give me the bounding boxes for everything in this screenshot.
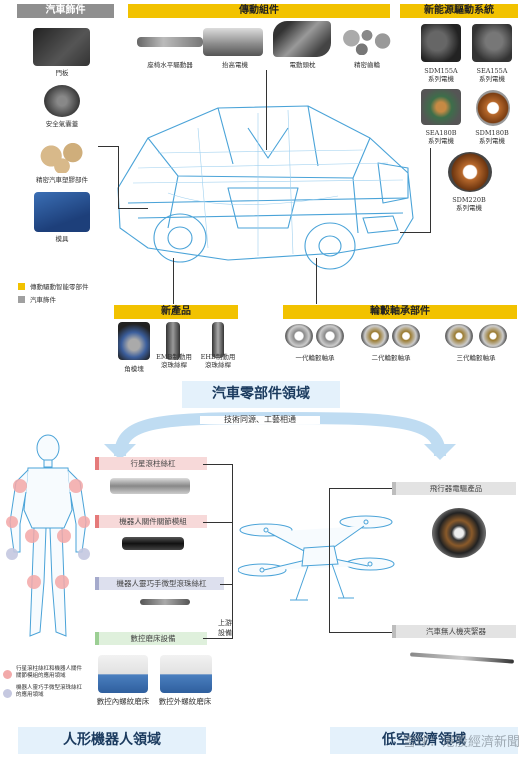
grinder-1-image	[160, 655, 212, 693]
ev-motor-1-image	[472, 24, 512, 62]
legend-swatch-gray	[18, 296, 25, 303]
robot-legend-1: 機器人靈巧手微型滾珠絲杠 的應用領域	[16, 685, 83, 698]
new-item-0: 角模塊	[124, 365, 144, 373]
left-item-3: 模具	[55, 235, 69, 243]
planetary-screw-image	[110, 478, 190, 494]
ev-motor-2-image	[421, 89, 461, 125]
robot-legend-swatch-red	[3, 670, 12, 679]
bearing-3-image-b	[479, 324, 507, 348]
left-item-1: 安全氣囊蓋	[45, 120, 79, 128]
ev-item-1-line2: 系列電機	[479, 75, 505, 83]
robot-item-1: 機器人關件關節模組	[95, 515, 207, 528]
arc-label: 技術同源、工藝相通	[200, 416, 320, 424]
ev-item-3-line2: 系列電機	[479, 137, 505, 145]
drone-illustration	[238, 515, 395, 601]
robot-domain-title: 人形機器人領域	[18, 727, 206, 754]
ev-item-4-line1: SDM220B	[452, 196, 486, 204]
connector-right-v	[430, 148, 431, 233]
lowalt-connector-v	[329, 488, 330, 633]
robot-item-2: 機器人靈巧手微型滾珠絲杠	[95, 577, 224, 590]
robot-connector-h3	[203, 638, 233, 639]
transmission-item-0: 座椅水平驅動器	[147, 61, 193, 69]
lowalt-domain-title: 低空經濟領域	[330, 727, 518, 754]
corner-module-image	[118, 322, 150, 360]
new-item-2: EHB制動用 滾珠絲桿	[200, 353, 236, 369]
ev-item-2-line1: SEA180B	[425, 129, 457, 137]
connector-left-h1	[118, 208, 148, 209]
legend-swatch-yellow	[18, 283, 25, 290]
robot-legend-0: 行星滾柱絲杠和機器人關件 關節模組的應用領域	[16, 666, 83, 679]
aircraft-motor-image	[432, 508, 486, 558]
ev-item-4-line2: 系列電機	[456, 204, 482, 212]
ev-item-0-line1: SDM155A	[424, 67, 458, 75]
bearing-1-image-a	[285, 324, 313, 348]
connector-new-v	[173, 258, 174, 304]
new-products-header: 新產品	[114, 305, 238, 319]
ev-item-1-line1: SEA155A	[476, 67, 508, 75]
emb-screw-image	[166, 322, 180, 360]
auto-domain-title: 汽車零部件領域	[182, 381, 340, 408]
ev-header: 新能源驅動系統	[400, 4, 518, 18]
legend-label-1: 汽車飾件	[30, 296, 56, 304]
plastic-parts-image	[35, 139, 89, 173]
ev-item-3-line1: SDM180B	[475, 129, 509, 137]
transmission-item-1: 抬高電機	[222, 61, 248, 69]
bearing-item-0: 一代輪轂軸承	[295, 354, 335, 362]
machine-item-1: 數控外螺紋磨床	[158, 697, 212, 706]
lowalt-connector-h0	[329, 488, 392, 489]
bearing-item-2: 三代輪轂軸承	[456, 354, 496, 362]
mold-image	[34, 192, 90, 232]
bearing-3-image-a	[445, 324, 473, 348]
robot-connector-h1	[203, 522, 233, 523]
upstream-label: 上游 設備	[218, 619, 232, 637]
machine-item-0: 數控內螺紋磨床	[96, 697, 150, 706]
lowalt-item-1: 汽車無人機夾緊器	[392, 625, 516, 638]
legend-label-0: 傳動驅動智能零部件	[30, 283, 89, 291]
headrest-image	[273, 21, 331, 57]
lift-motor-image	[203, 28, 263, 56]
robot-item-3: 數控磨床設備	[95, 632, 207, 645]
ev-motor-4-image	[448, 152, 492, 192]
gears-image	[341, 27, 393, 55]
transmission-item-2: 電動頭枕	[289, 61, 316, 69]
connector-top-v	[266, 70, 267, 150]
micro-screw-image	[140, 599, 190, 605]
robot-item-0: 行星滾柱絲杠	[95, 457, 207, 470]
transmission-header: 傳動組件	[128, 4, 390, 18]
robot-connector-v	[232, 464, 233, 638]
humanoid-robot	[6, 434, 90, 637]
watermark: 雪球：港股經濟新聞	[402, 735, 520, 750]
ev-item-2-line2: 系列電機	[428, 137, 454, 145]
robot-legend-swatch-blue	[3, 689, 12, 698]
left-item-2: 精密汽車塑膠部件	[36, 176, 88, 184]
robot-connector-h0	[203, 464, 233, 465]
bearing-2-image-a	[361, 324, 389, 348]
ev-motor-3-image	[476, 90, 510, 126]
connector-right-h	[400, 232, 430, 233]
bearing-2-image-b	[392, 324, 420, 348]
bearing-header: 輪轂軸承部件	[283, 305, 517, 319]
connector-bearing-v	[316, 258, 317, 304]
bearing-item-1: 二代輪轂軸承	[371, 354, 411, 362]
robot-connector-h2	[220, 584, 233, 585]
auto-trim-header: 汽車飾件	[17, 4, 114, 18]
ehb-screw-image	[212, 322, 224, 358]
ev-motor-0-image	[421, 24, 461, 62]
transmission-item-3: 精密齒輪	[354, 61, 380, 69]
connector-left-v	[118, 146, 119, 209]
new-item-1: EMB制動用 滾珠絲桿	[156, 353, 192, 369]
airbag-cover-image	[44, 85, 80, 117]
lowalt-connector-h1	[329, 632, 392, 633]
door-panel-image	[33, 28, 90, 66]
lowalt-item-0: 飛行器電驅產品	[392, 482, 516, 495]
ev-item-0-line2: 系列電機	[428, 75, 454, 83]
car-wireframe	[117, 105, 414, 270]
connector-left-h2	[98, 146, 119, 147]
left-item-0: 門板	[55, 69, 69, 77]
grinder-0-image	[98, 655, 148, 693]
joint-module-image	[122, 537, 184, 550]
clamp-image	[409, 652, 515, 664]
seat-drive-image	[137, 37, 203, 47]
bearing-1-image-b	[316, 324, 344, 348]
